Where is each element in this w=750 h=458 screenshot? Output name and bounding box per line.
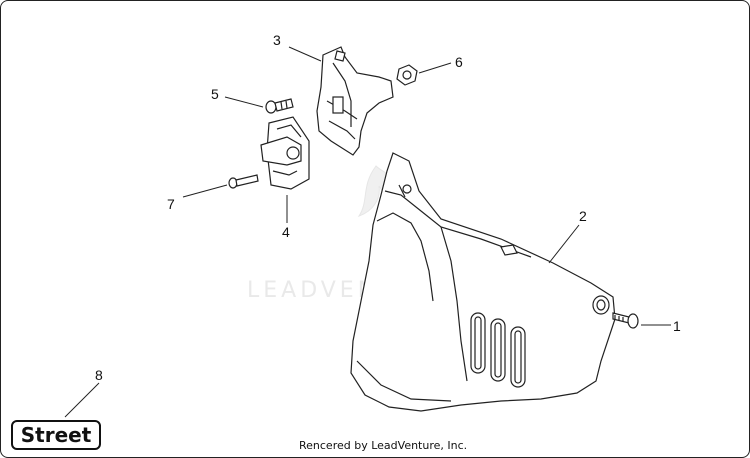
callout-2: 2	[579, 208, 587, 224]
callout-6: 6	[455, 54, 463, 70]
leader-line-7	[182, 184, 228, 198]
leader-line-3	[288, 46, 322, 62]
leader-line-5	[224, 96, 264, 108]
part-3-bracket	[316, 46, 394, 156]
part-4-clamp	[260, 116, 310, 190]
street-logo: Street	[11, 420, 101, 450]
part-7-screw	[228, 174, 259, 189]
callout-3: 3	[273, 32, 281, 48]
part-5-bolt	[265, 98, 294, 114]
callout-1: 1	[673, 318, 681, 334]
footer-credit: Rencered by LeadVenture, Inc.	[299, 439, 468, 452]
part-1-screw	[612, 312, 639, 329]
callout-4: 4	[282, 224, 290, 240]
part-2-cover	[350, 152, 616, 412]
callout-8: 8	[95, 367, 103, 383]
leader-line-6	[418, 62, 452, 74]
leader-lines	[64, 46, 671, 418]
leader-line-8	[64, 382, 100, 418]
leader-line-2	[548, 224, 580, 264]
part-6-nut	[396, 64, 418, 86]
callout-5: 5	[211, 86, 219, 102]
callout-7: 7	[167, 196, 175, 212]
